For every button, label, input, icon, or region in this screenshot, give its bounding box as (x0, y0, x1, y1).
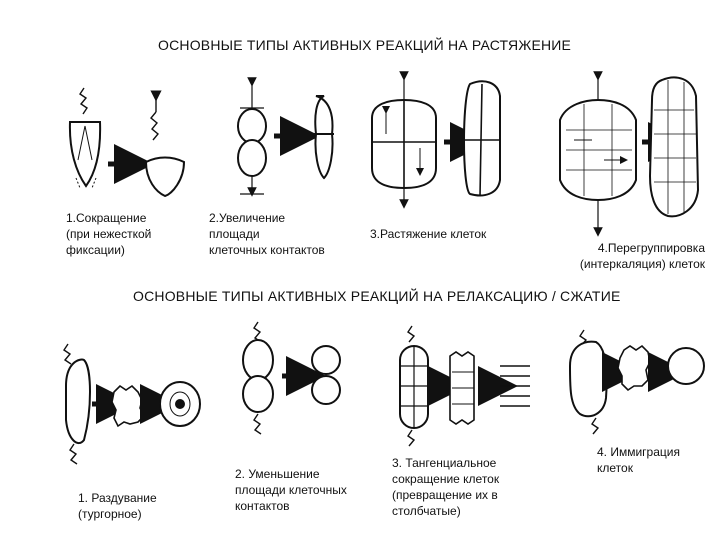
tangential-diagram (399, 325, 530, 447)
contact-decrease-diagram (242, 321, 341, 435)
relax-label-swelling: 1. Раздувание (тургорное) (78, 491, 157, 521)
stretch-label-intercalation: 4.Перегруппировка (интеркаляция) клеток (579, 241, 705, 271)
relax-label-tangential: 3. Тангенциальное сокращение клеток (пре… (392, 456, 500, 518)
intercalation-diagram (559, 71, 700, 237)
relax-label-immigration: 4. Иммиграция клеток (597, 445, 680, 475)
cell-stretch-diagram (371, 71, 501, 209)
swelling-diagram (63, 343, 201, 465)
stretch-title: ОСНОВНЫЕ ТИПЫ АКТИВНЫХ РЕАКЦИЙ НА РАСТЯЖ… (158, 37, 572, 53)
relax-label-contact-decrease: 2. Уменьшение площади клеточных контакто… (235, 467, 347, 513)
relax-title: ОСНОВНЫЕ ТИПЫ АКТИВНЫХ РЕАКЦИЙ НА РЕЛАКС… (133, 288, 621, 304)
stretch-label-contraction: 1.Сокращение (при нежесткой фиксации) (66, 211, 152, 257)
immigration-diagram (568, 329, 705, 435)
stretch-label-cell-stretch: 3.Растяжение клеток (370, 227, 487, 241)
contraction-diagram (68, 87, 186, 198)
contact-area-diagram (237, 77, 334, 197)
stretch-label-contact-area: 2.Увеличение площади клеточных контактов (209, 211, 325, 257)
